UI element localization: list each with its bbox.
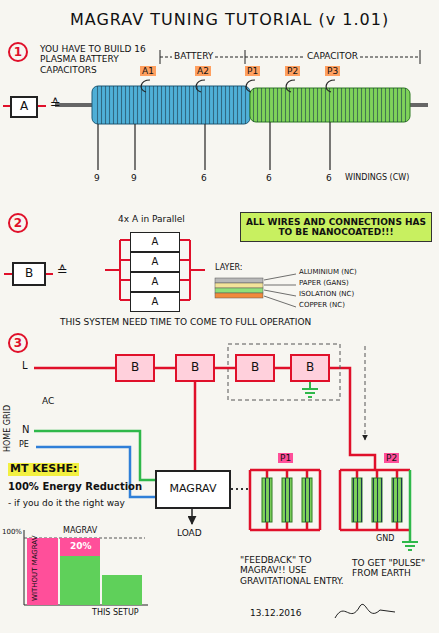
layer-stack [215, 274, 296, 307]
wire-connector [275, 367, 290, 370]
component-box: B [175, 354, 215, 382]
date-stamp: 13.12.2016 [250, 608, 302, 618]
wire-connector [194, 382, 197, 470]
feedback-note: "FEEDBACK" TO MAGRAV!! USE GRAVITATIONAL… [240, 555, 348, 586]
p2-coils [340, 470, 418, 550]
pulse-note: TO GET "PULSE" FROM EARTH [352, 558, 436, 579]
span-label: BATTERY [172, 51, 215, 61]
title: MAGRAV TUNING TUTORIAL (v 1.01) [70, 10, 389, 29]
magrav-box: MAGRAV [155, 470, 231, 509]
tap-label: A2 [195, 66, 211, 76]
magrav-to-p1 [231, 488, 250, 490]
box-text: MAGRAV [170, 483, 217, 496]
component-box: A [130, 252, 180, 272]
box-text: B [191, 361, 199, 375]
tap-label: A1 [140, 66, 156, 76]
equivalence-sign: ≙ [50, 97, 61, 112]
plasma-coil [55, 80, 428, 170]
callout-number: 3 [8, 333, 28, 353]
parallel-note: 4x A in Parallel [118, 214, 185, 224]
box-text: A [20, 100, 28, 114]
box-text: A [152, 276, 159, 288]
p1-coils [250, 470, 320, 530]
box-text: A [152, 296, 159, 308]
box-text: B [251, 361, 259, 375]
box-text: A [152, 256, 159, 268]
winding-count: 9 [94, 173, 100, 183]
equivalence-sign: ≙ [57, 264, 68, 279]
winding-count: 6 [326, 173, 332, 183]
span-label: CAPACITOR [305, 51, 360, 61]
box-text: B [306, 361, 314, 375]
layer-name: PAPER (GANS) [299, 279, 349, 287]
layer-name: COPPER (NC) [299, 301, 345, 309]
bar-value: 20% [70, 541, 92, 551]
wire-connector [155, 367, 175, 370]
dashed-arrow [365, 346, 366, 440]
claim-text: - if you do it the right way [8, 498, 125, 508]
signature [335, 604, 395, 618]
layer-heading: LAYER: [215, 263, 242, 272]
load-lead [191, 509, 193, 524]
box-text: B [131, 361, 139, 375]
component-box: A [130, 292, 180, 312]
earth-label: PE [19, 440, 29, 449]
box-text: B [25, 267, 33, 281]
ground-symbol [302, 382, 318, 397]
layer-name: ISOLATION (NC) [299, 290, 354, 298]
callout-number: 2 [8, 213, 28, 233]
note-box: ALL WIRES AND CONNECTIONS HAS TO BE NANO… [240, 212, 432, 242]
component-box: A [130, 272, 180, 292]
winding-count: 6 [201, 173, 207, 183]
component-box: A [130, 232, 180, 252]
claim-text: 100% Energy Reduction [8, 481, 142, 493]
layer-name: ALUMINIUM (NC) [299, 268, 357, 276]
tap-label: P3 [325, 66, 340, 76]
winding-note: WINDINGS (CW) [345, 173, 409, 182]
dashed-group [228, 344, 340, 400]
component-box: A [10, 96, 38, 118]
winding-count: 6 [266, 173, 272, 183]
ground-label: GND [376, 534, 394, 543]
winding-count: 9 [131, 173, 137, 183]
bar-chart [24, 530, 148, 605]
bar-label: MAGRAV [63, 526, 97, 535]
battery-capacitor-bracket [160, 50, 420, 64]
bar-label: THIS SETUP [92, 608, 139, 617]
coil-group-label: P1 [278, 453, 293, 463]
component-box: B [290, 354, 330, 382]
instruction-note: YOU HAVE TO BUILD 16 PLASMA BATTERY CAPA… [40, 44, 155, 75]
grid-label: HOME GRID [3, 405, 12, 452]
box-text: ALL WIRES AND CONNECTIONS HAS TO BE NANO… [246, 217, 426, 238]
box-text: A [152, 236, 159, 248]
operation-note: THIS SYSTEM NEED TIME TO COME TO FULL OP… [60, 317, 311, 327]
coil-group-label: P2 [384, 453, 399, 463]
wire-connector [215, 367, 235, 370]
callout-number: 1 [8, 42, 28, 62]
component-box: B [115, 354, 155, 382]
component-box: B [12, 262, 46, 286]
component-box: B [235, 354, 275, 382]
author-label: MT KESHE: [8, 463, 79, 476]
tap-label: P2 [285, 66, 300, 76]
tap-label: P1 [245, 66, 260, 76]
bar-label: WITHOUT MAGRAV [31, 536, 39, 602]
ac-label: AC [42, 396, 54, 406]
load-label: LOAD [177, 528, 202, 538]
line-label: L [22, 360, 28, 372]
axis-label: 100% [2, 528, 22, 536]
neutral-label: N [22, 424, 29, 436]
